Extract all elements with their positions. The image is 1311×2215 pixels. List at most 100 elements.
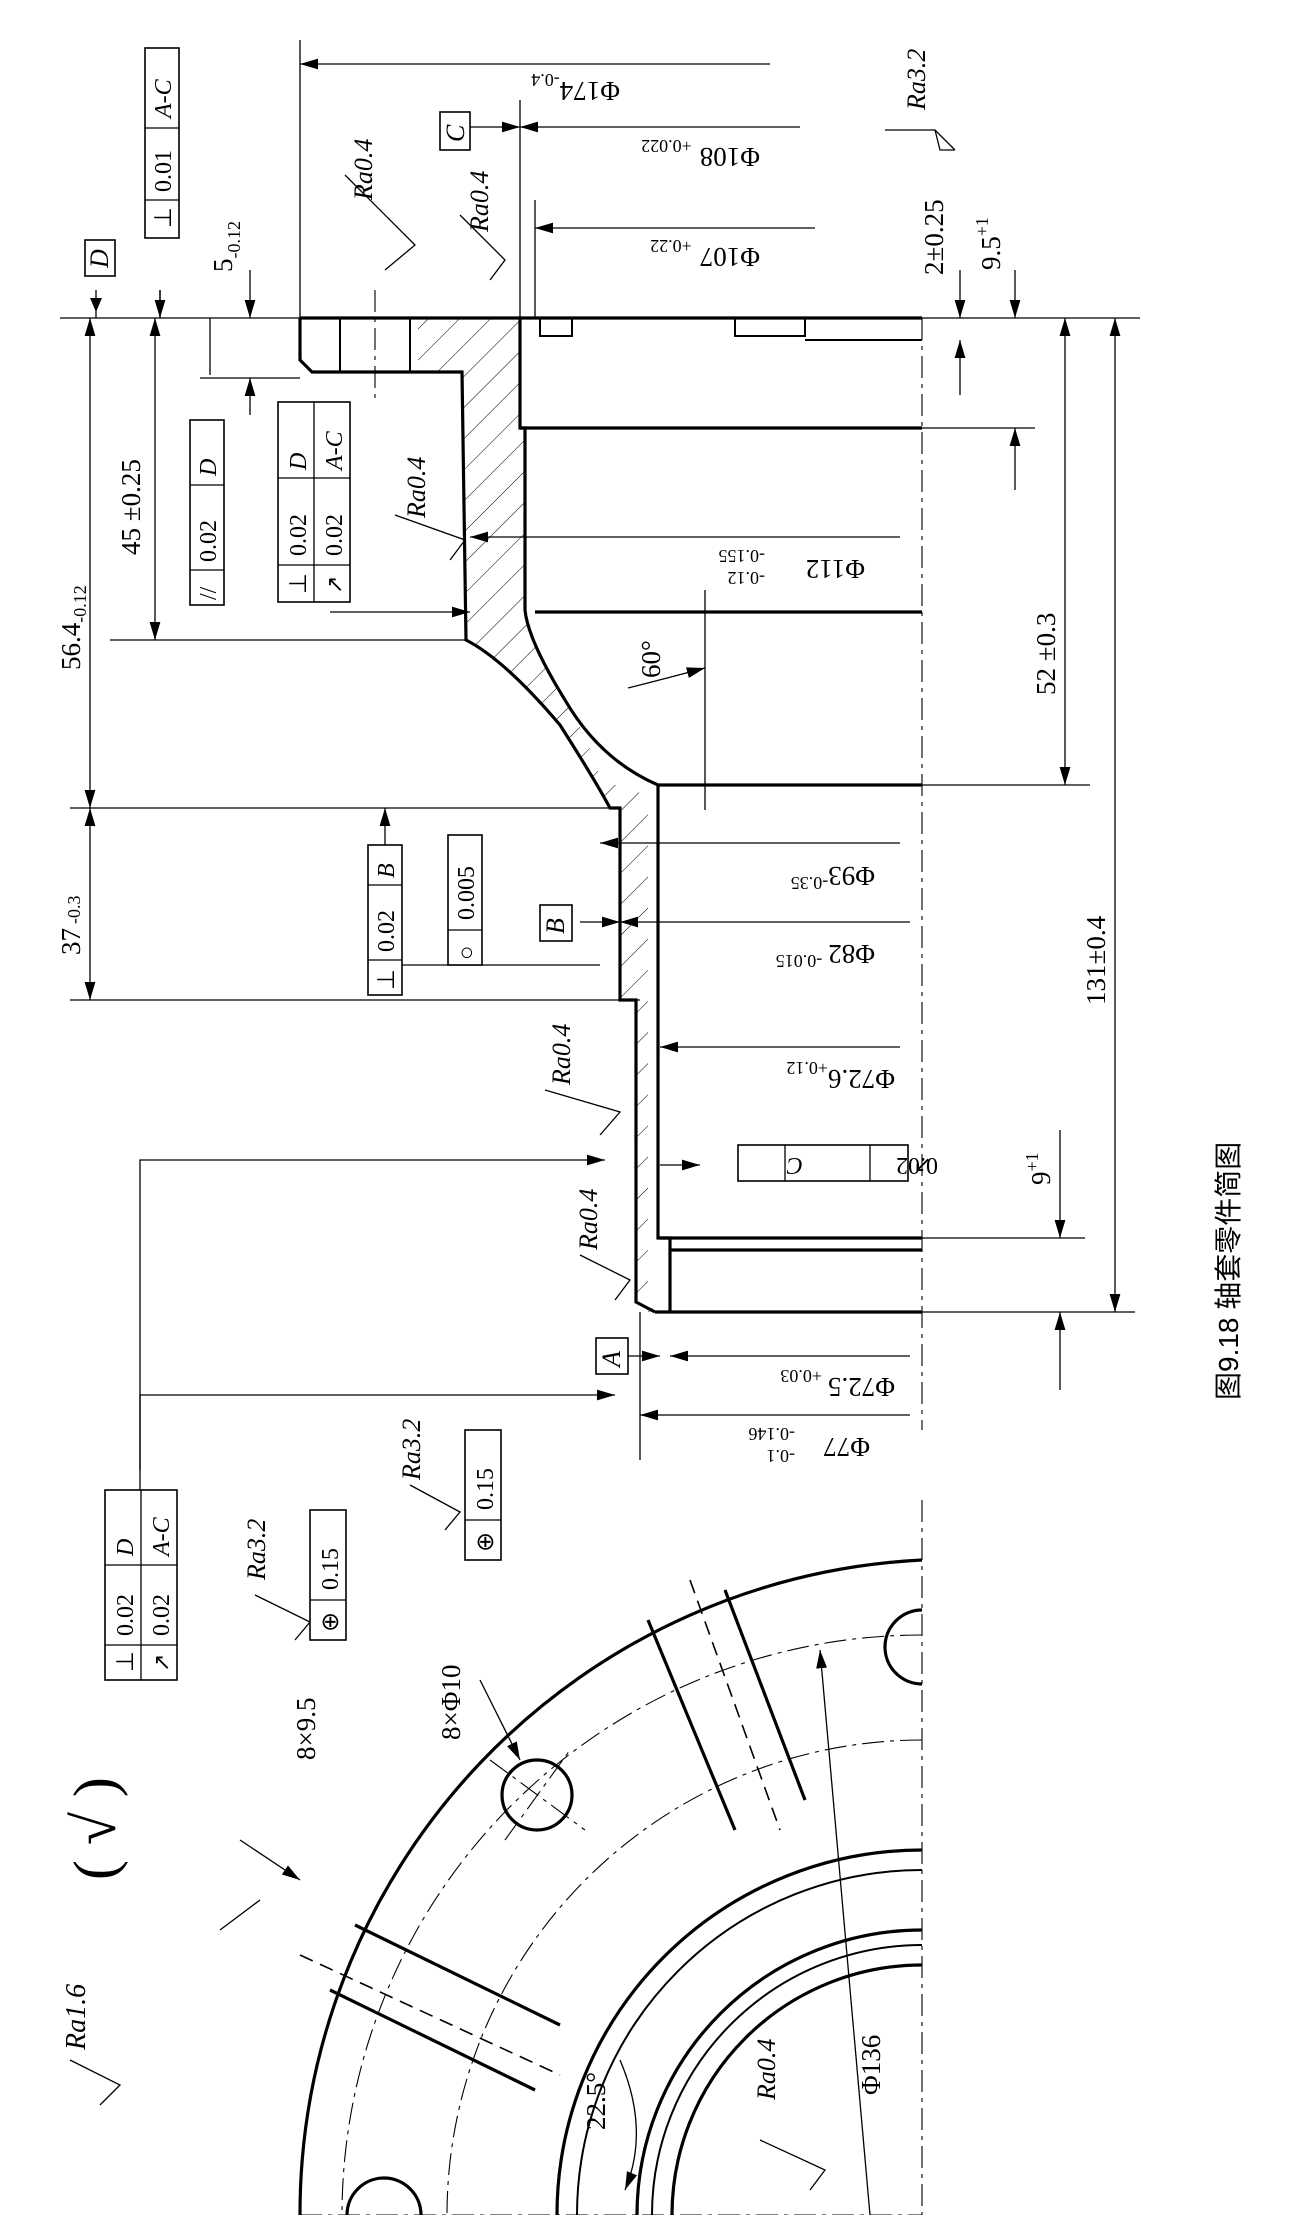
surface-finish-symbols: Ra3.2 Ra0.4 Ra0.4 Ra0.4 Ra0.4 Ra0.4 Ra3.… [61, 49, 956, 2191]
svg-text:⊥: ⊥ [373, 969, 400, 990]
frame-combo-bottom: ⊥ 0.02 D ↗ 0.02 A-C [104, 1489, 178, 1681]
dim-l52: 52 ±0.3 [1031, 613, 1061, 695]
svg-text:0.02: 0.02 [196, 520, 222, 562]
dimension-texts: Φ174-0.4 Φ108+0.022 Φ107+0.22 Φ112-0.12-… [56, 70, 1111, 2130]
frame-pos-slots: ⊕ 0.15 [309, 1509, 347, 1641]
dim-d77: Φ77 [823, 1432, 870, 1462]
svg-text:0.15: 0.15 [473, 1468, 499, 1510]
svg-text:-0.1: -0.1 [767, 1446, 796, 1466]
dim-d112: Φ112 [806, 554, 865, 584]
svg-text:-0.12: -0.12 [728, 568, 766, 588]
section-view [298, 290, 923, 1430]
dim-d108: Φ108+0.022 [641, 136, 760, 172]
keyway-1 [539, 317, 573, 337]
dim-d72-6: Φ72.6+0.12 [786, 1058, 895, 1094]
frame-parallel: // 0.02 D [189, 419, 225, 606]
frame-perp-b: ⊥ 0.02 B [367, 844, 403, 996]
svg-text:A-C: A-C [149, 1516, 175, 1558]
dim-l5: 5-0.12 [208, 221, 244, 272]
svg-text:B: B [374, 863, 400, 878]
inner-circle-2 [576, 1869, 923, 2215]
frame-pos-holes: ⊕ 0.15 [464, 1429, 502, 1561]
dim-d93: Φ93-0.35 [791, 861, 875, 893]
ra-bottom: Ra0.4 [752, 2039, 781, 2101]
pitch-circle [341, 1634, 923, 2215]
svg-text://: // [196, 586, 222, 600]
datum-b: B [541, 918, 570, 934]
dim-l56-4: 56.4-0.12 [56, 585, 90, 670]
dim-holes: 8×Φ10 [436, 1665, 466, 1740]
dim-d107: Φ107+0.22 [650, 236, 760, 272]
dimension-lines [60, 40, 1140, 1500]
frame-runout-c: C 0.02 ↗ [737, 1144, 938, 1182]
tolerance-frames: ⊥ 0.01 A-C // 0.02 D ⊥ 0.02 D ↗ 0.02 A-C [104, 47, 938, 1681]
svg-text:○: ○ [453, 946, 480, 961]
end-view [219, 1500, 923, 2215]
frame-circularity: ○ 0.005 [447, 834, 483, 966]
dim-l9: 9+1 [1022, 1152, 1056, 1185]
datum-a: A [597, 1351, 626, 1369]
datum-c: C [441, 124, 470, 142]
svg-text:0.02: 0.02 [322, 514, 348, 556]
dim-d82: Φ82-0.015 [776, 939, 875, 971]
svg-text:A-C: A-C [151, 78, 177, 120]
ra-lower-2: Ra0.4 [574, 1189, 603, 1251]
dim-d136: Φ136 [856, 2035, 886, 2095]
keyway-2 [734, 317, 806, 337]
svg-text:D: D [286, 453, 312, 471]
svg-text:⊥: ⊥ [285, 573, 312, 594]
inner-circle-1 [555, 1848, 923, 2215]
svg-text:0.15: 0.15 [318, 1548, 344, 1590]
ra-lower-1: Ra0.4 [547, 1024, 576, 1086]
bore-circle-2 [651, 1944, 923, 2215]
dim-slots: 8×9.5 [291, 1698, 321, 1760]
svg-text:C: C [786, 1152, 803, 1178]
frame-perp-top: ⊥ 0.01 A-C [144, 47, 180, 239]
dim-l45: 45 ±0.25 [116, 459, 146, 555]
svg-text:-0.155: -0.155 [719, 546, 766, 566]
ra-mid: Ra0.4 [402, 457, 431, 519]
bore-circle-3 [670, 1963, 923, 2215]
svg-text:↗: ↗ [149, 1654, 174, 1672]
svg-text:D: D [196, 459, 222, 477]
svg-text:↗: ↗ [914, 1153, 932, 1178]
ra-top-1: Ra0.4 [349, 139, 378, 201]
svg-text:⊕: ⊕ [317, 1612, 344, 1632]
svg-text:0.02: 0.02 [149, 1594, 175, 1636]
ra-general: Ra1.6 [61, 1984, 92, 2051]
svg-text:⊕: ⊕ [472, 1532, 499, 1552]
svg-text:0.02: 0.02 [286, 514, 312, 556]
ra-top-2: Ra0.4 [465, 171, 494, 233]
dim-l9-5: 9.5+1 [972, 217, 1006, 270]
svg-text:⊥: ⊥ [150, 207, 177, 228]
datum-labels: C D B A [84, 111, 629, 1375]
dim-d72-5: Φ72.5+0.03 [780, 1366, 895, 1402]
svg-text:0.01: 0.01 [151, 150, 177, 192]
bore-circle-1 [635, 1928, 923, 2215]
ra-holes: Ra3.2 [397, 1419, 426, 1481]
dim-d174: Φ174-0.4 [531, 70, 620, 106]
pitch-circle-inner [446, 1739, 923, 2215]
svg-text:↗: ↗ [322, 576, 347, 594]
svg-text:A-C: A-C [322, 430, 348, 472]
dim-angle60: 60° [636, 640, 666, 678]
svg-text:0.005: 0.005 [454, 866, 480, 920]
dim-l37: 37-0.3 [56, 896, 86, 956]
outer-circle [298, 1558, 923, 2215]
svg-text:0.02: 0.02 [896, 1152, 938, 1178]
svg-text:0.02: 0.02 [113, 1594, 139, 1636]
svg-text:-0.146: -0.146 [749, 1424, 796, 1444]
figure-caption: 图9.18 轴套零件简图 [1213, 1142, 1244, 1400]
dim-l2: 2±0.25 [919, 199, 949, 275]
ra-top-right: Ra3.2 [902, 49, 931, 111]
ra-general-paren: ( √ ) [62, 1777, 128, 1880]
svg-text:0.02: 0.02 [374, 910, 400, 952]
ra-slot: Ra3.2 [242, 1519, 271, 1581]
svg-text:D: D [113, 1539, 139, 1557]
datum-d: D [85, 249, 114, 269]
svg-text:⊥: ⊥ [112, 1651, 139, 1672]
inner-contour [518, 318, 672, 1312]
dim-l131: 131±0.4 [1081, 915, 1111, 1005]
frame-combo-mid: ⊥ 0.02 D ↗ 0.02 A-C [277, 401, 351, 603]
